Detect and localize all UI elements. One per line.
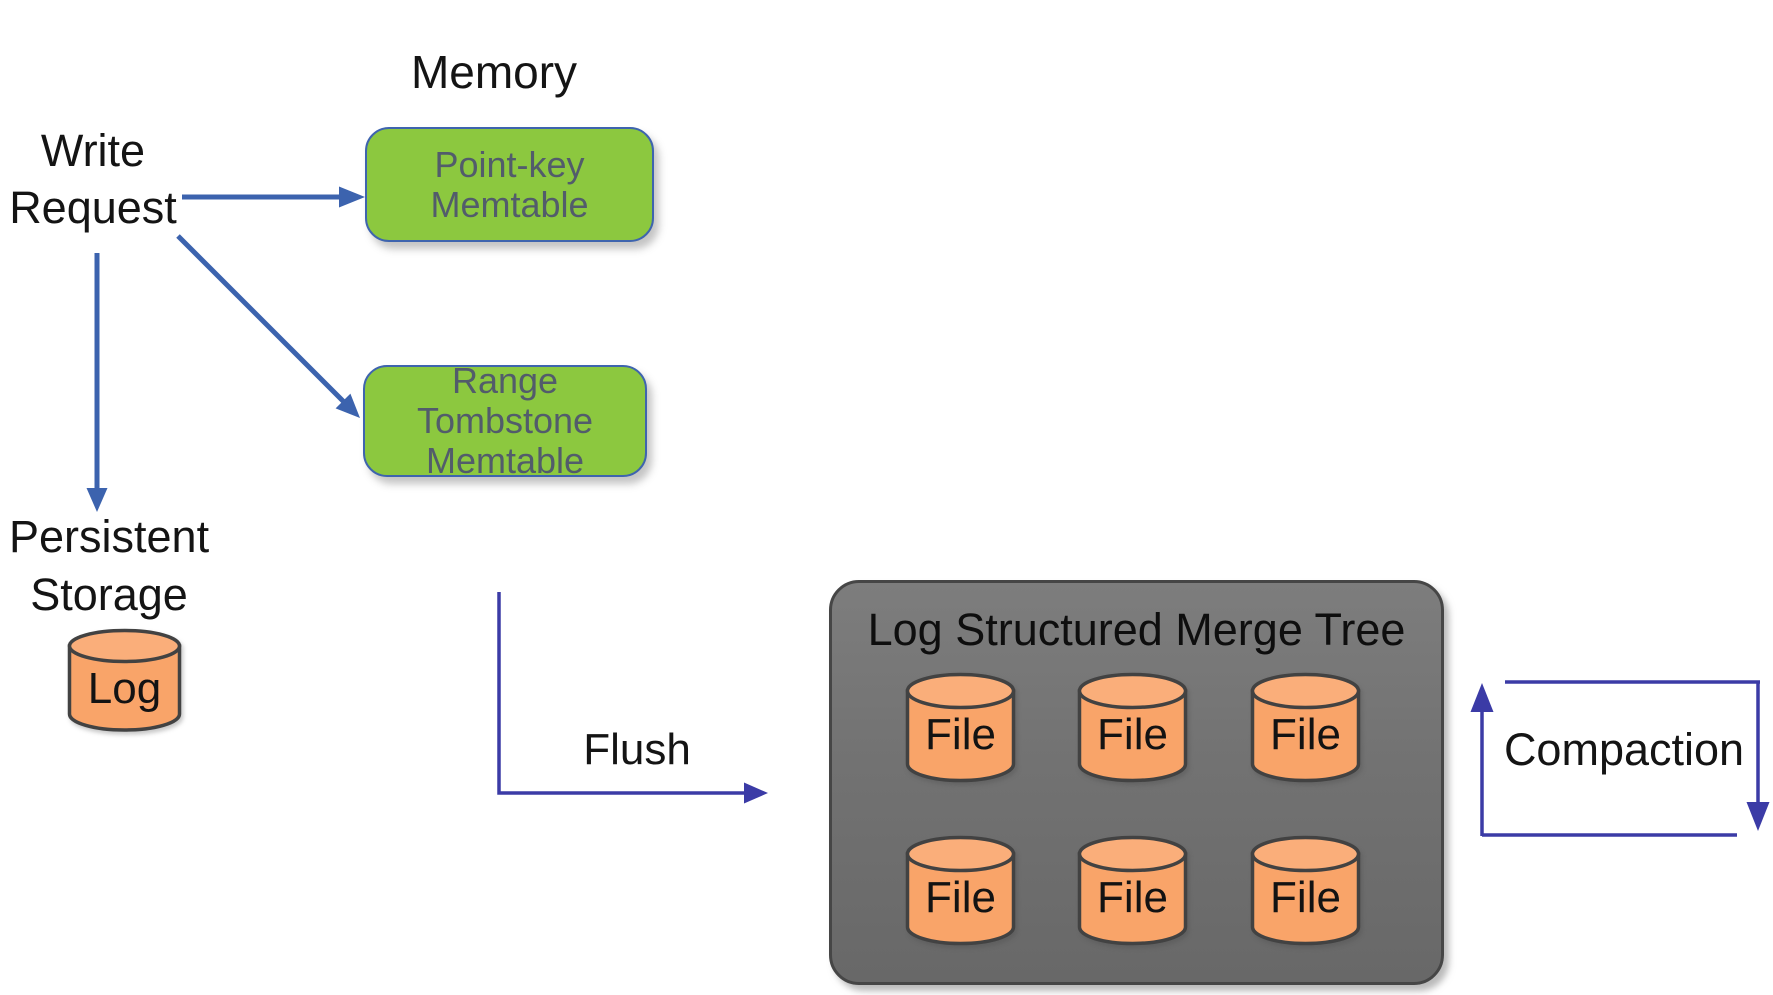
database-cylinder-icon (905, 835, 1016, 946)
file-cylinder: File (1076, 671, 1189, 786)
file-label: File (925, 710, 996, 759)
file-cylinder: File (1249, 834, 1362, 949)
file-label: File (1270, 710, 1341, 759)
database-cylinder-icon (1077, 672, 1188, 783)
write-request-label: Write Request (9, 125, 177, 233)
database-cylinder-icon (1077, 835, 1188, 946)
persistent-storage-label: Persistent Storage (9, 511, 210, 620)
database-cylinder-icon (67, 628, 182, 732)
range-tombstone-memtable-label: Range Tombstone Memtable (416, 360, 594, 481)
file-label: File (925, 873, 996, 922)
pointkey-memtable-label: Point-key Memtable (430, 143, 589, 225)
file-label: File (1097, 873, 1168, 922)
file-cylinder: File (904, 671, 1017, 786)
database-cylinder-icon (905, 672, 1016, 783)
file-cylinder: File (904, 834, 1017, 949)
compaction-label: Compaction (1503, 724, 1745, 775)
write-to-log-arrow (86, 253, 108, 512)
log-cylinder-icon: Log (66, 627, 183, 737)
flush-label: Flush (583, 725, 691, 774)
write-to-pointkey-arrow (182, 186, 365, 208)
lsm-tree-box: Log Structured Merge Tree File File File (829, 580, 1444, 985)
lsm-tree-title: Log Structured Merge Tree (867, 604, 1406, 655)
database-cylinder-icon (1250, 672, 1361, 783)
write-to-rangetombstone-arrow (176, 234, 360, 418)
memory-section-title: Memory (410, 46, 578, 98)
file-cylinder: File (1249, 671, 1362, 786)
file-label: File (1097, 710, 1168, 759)
range-tombstone-memtable-box: Range Tombstone Memtable (363, 361, 647, 481)
database-cylinder-icon (1250, 835, 1361, 946)
file-label: File (1270, 873, 1341, 922)
log-label: Log (87, 664, 162, 713)
file-cylinder: File (1076, 834, 1189, 949)
pointkey-memtable-box: Point-key Memtable (365, 127, 654, 242)
